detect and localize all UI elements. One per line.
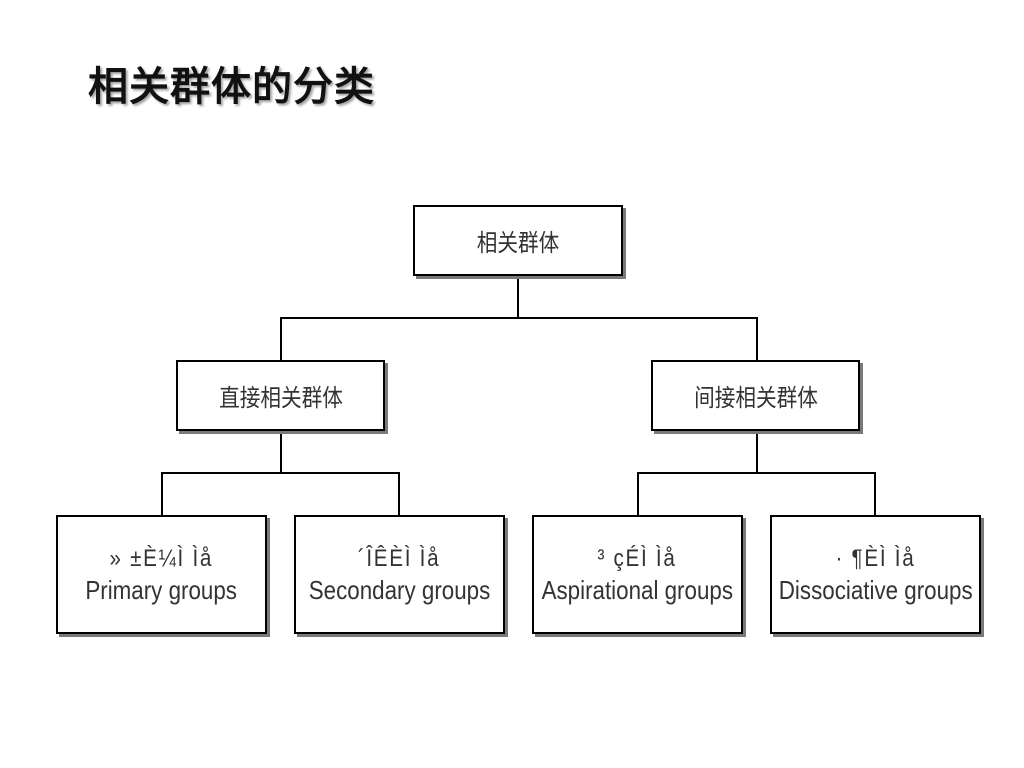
connector-direct-down (280, 430, 282, 473)
connector-to-primary (161, 472, 163, 515)
node-secondary-groups: ´ÎÊÈÌ Ìå Secondary groups (294, 515, 505, 634)
slide-title: 相关群体的分类 (88, 64, 375, 110)
node-english-label: Primary groups (85, 574, 238, 605)
connector-to-aspirational (637, 472, 639, 515)
node-aspirational-groups: ³ çÉÌ Ìå Aspirational groups (532, 515, 743, 634)
node-english-label: Secondary groups (308, 574, 491, 605)
connector-indirect-horizontal (637, 472, 876, 474)
node-dissociative-groups: · ¶ÈÌ Ìå Dissociative groups (770, 515, 981, 634)
connector-level1-horizontal (280, 317, 758, 319)
connector-to-direct (280, 317, 282, 360)
node-english-label: Dissociative groups (778, 574, 973, 605)
node-primary-groups: » ±È¼Ì Ìå Primary groups (56, 515, 267, 634)
node-label: 相关群体 (476, 229, 560, 257)
node-garbled-label: » ±È¼Ì Ìå (109, 544, 214, 572)
node-direct-reference-groups: 直接相关群体 (176, 360, 385, 431)
connector-to-indirect (756, 317, 758, 360)
node-label: 直接相关群体 (218, 384, 343, 412)
connector-indirect-down (756, 430, 758, 473)
connector-to-secondary (398, 472, 400, 515)
connector-to-dissociative (874, 472, 876, 515)
node-reference-groups: 相关群体 (413, 205, 623, 276)
connector-root-down (517, 276, 519, 318)
connector-direct-horizontal (161, 472, 400, 474)
node-label: 间接相关群体 (693, 384, 818, 412)
node-garbled-label: ´ÎÊÈÌ Ìå (358, 544, 441, 572)
node-indirect-reference-groups: 间接相关群体 (651, 360, 860, 431)
node-garbled-label: ³ çÉÌ Ìå (597, 544, 678, 572)
node-english-label: Aspirational groups (541, 574, 734, 605)
node-garbled-label: · ¶ÈÌ Ìå (835, 544, 916, 572)
